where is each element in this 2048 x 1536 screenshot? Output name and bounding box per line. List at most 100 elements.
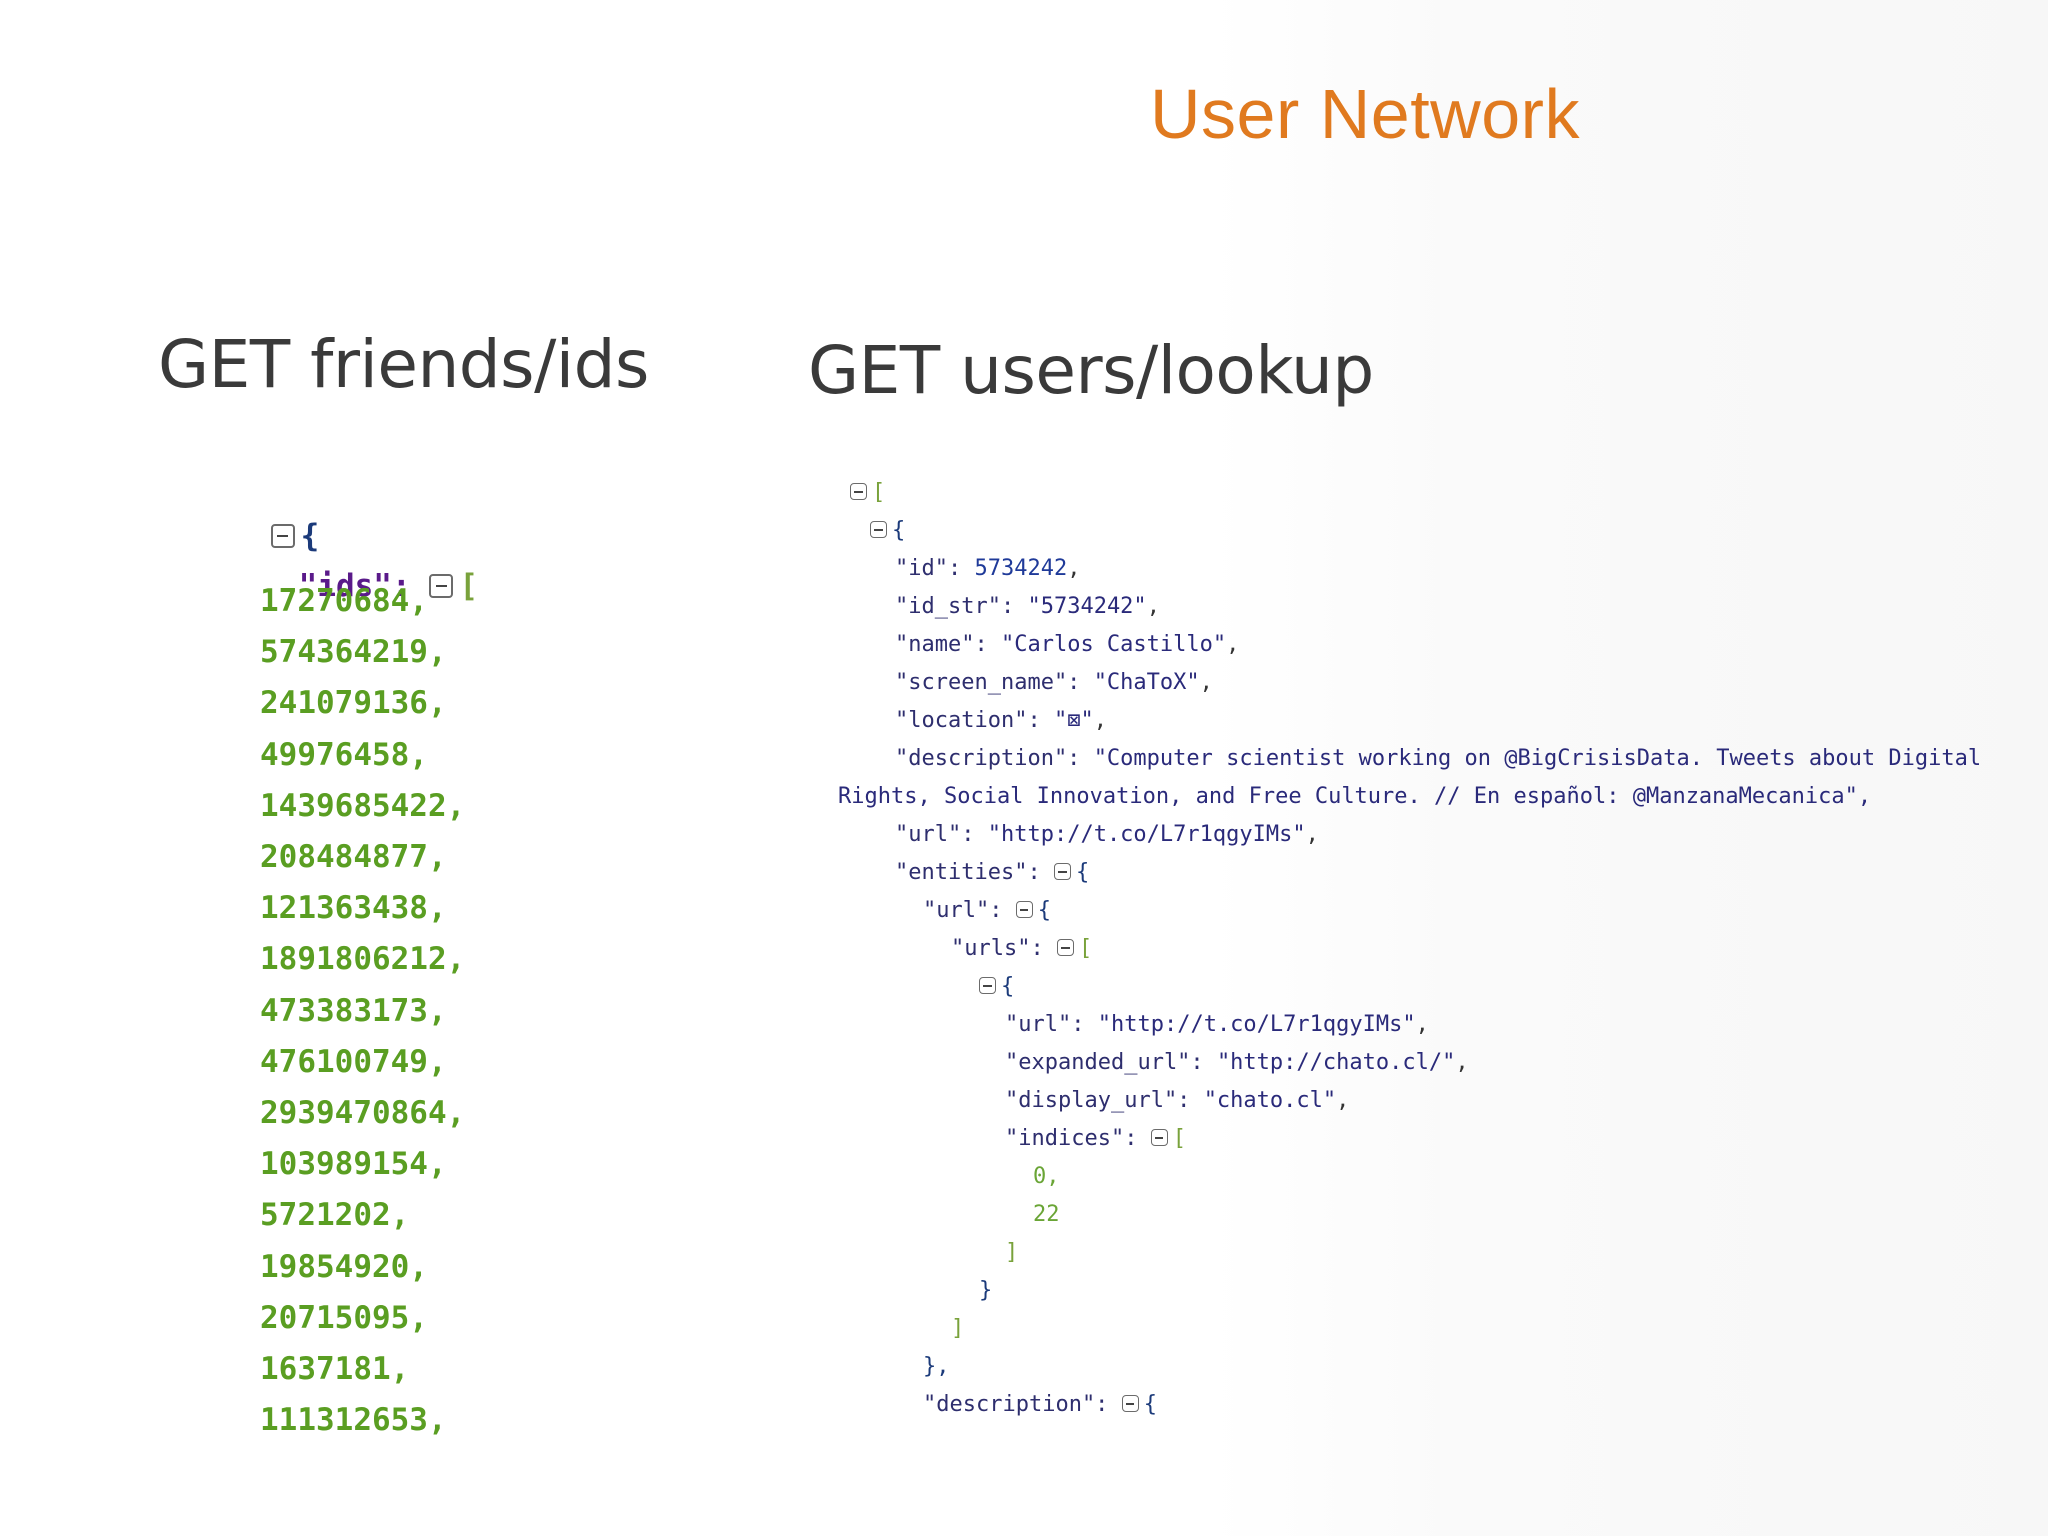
- open-brace: {: [892, 518, 906, 543]
- json-value: 5734242: [974, 556, 1068, 581]
- background-shade: [1210, 0, 2048, 1536]
- json-line-name: "name": "Carlos Castillo",: [895, 632, 1240, 657]
- json-line-id: "id": 5734242,: [895, 556, 1081, 581]
- json-line-description-cont: Rights, Social Innovation, and Free Cult…: [838, 784, 1871, 809]
- json-value: "chato.cl": [1203, 1088, 1337, 1113]
- collapse-toggle-icon[interactable]: [270, 523, 295, 548]
- json-key: "url":: [1005, 1012, 1085, 1037]
- id-number: 20715095,: [260, 1299, 428, 1336]
- friends-ids-json-panel: { "ids": [ 17270684, 574364219, 241079136,…: [196, 482, 576, 1532]
- json-value: 0,: [1033, 1164, 1060, 1189]
- json-line: {: [979, 974, 1014, 999]
- json-key: "expanded_url":: [1005, 1050, 1204, 1075]
- users-lookup-heading: GET users/lookup: [808, 332, 1374, 409]
- collapse-toggle-icon[interactable]: [1053, 863, 1071, 880]
- json-line-expanded-url: "expanded_url": "http://chato.cl/",: [1005, 1050, 1469, 1075]
- json-line-urls: "urls": [: [951, 936, 1093, 961]
- id-number: 574364219,: [260, 634, 447, 671]
- json-value: "http://t.co/L7r1qgyIMs": [1097, 1012, 1416, 1037]
- close-bracket: ]: [1005, 1240, 1019, 1265]
- json-line-index-0: 0,: [1033, 1164, 1060, 1189]
- json-line: ]: [951, 1316, 964, 1341]
- id-number: 19854920,: [260, 1248, 428, 1285]
- id-number: 121363438,: [260, 890, 447, 927]
- id-number: 208484877,: [260, 839, 447, 875]
- ids-key: "ids":: [298, 568, 411, 604]
- open-brace: {: [1001, 974, 1015, 999]
- json-key: "url":: [895, 822, 975, 847]
- json-line: ]: [1005, 1240, 1018, 1265]
- json-key: "indices":: [1005, 1126, 1138, 1151]
- id-number: 476100749,: [260, 1043, 447, 1080]
- collapse-toggle-icon[interactable]: [429, 573, 454, 598]
- id-value: 208484877,: [260, 839, 447, 875]
- id-number: 1637181,: [260, 1351, 410, 1387]
- json-line: {: [870, 518, 905, 543]
- json-value: Rights, Social Innovation, and Free Cult…: [838, 784, 1872, 809]
- json-key: "screen_name":: [895, 670, 1081, 695]
- id-value: 49976458,: [260, 737, 428, 773]
- json-line-id-str: "id_str": "5734242",: [895, 594, 1160, 619]
- id-value: 1439685422,: [260, 788, 465, 824]
- json-key: "display_url":: [1005, 1088, 1191, 1113]
- json-key: "location":: [895, 708, 1041, 733]
- id-number: 49976458,: [260, 736, 428, 773]
- friends-ids-heading: GET friends/ids: [158, 326, 649, 403]
- collapse-toggle-icon[interactable]: [1121, 1395, 1139, 1412]
- json-line: },: [923, 1354, 950, 1379]
- id-value: 121363438,: [260, 890, 447, 926]
- id-value: 2939470864,: [260, 1095, 465, 1131]
- json-value: "http://t.co/L7r1qgyIMs": [987, 822, 1306, 847]
- open-bracket: [: [459, 568, 478, 604]
- json-value: "http://chato.cl/": [1216, 1050, 1456, 1075]
- json-line-inner-url: "url": "http://t.co/L7r1qgyIMs",: [1005, 1012, 1429, 1037]
- id-value: 1637181,: [260, 1351, 409, 1387]
- json-key: "name":: [895, 632, 988, 657]
- id-number: 1439685422,: [260, 787, 466, 824]
- collapse-toggle-icon[interactable]: [979, 977, 996, 994]
- id-number: 1891806212,: [260, 941, 466, 978]
- json-line: [: [850, 480, 885, 505]
- id-value: 1891806212,: [260, 941, 465, 977]
- id-value: 241079136,: [260, 685, 447, 721]
- id-value: 103989154,: [260, 1146, 447, 1182]
- json-line: }: [979, 1278, 992, 1303]
- close-bracket: ]: [951, 1316, 965, 1341]
- id-value: 476100749,: [260, 1044, 447, 1080]
- id-number: 17270684,: [260, 583, 428, 619]
- close-brace: },: [923, 1354, 950, 1379]
- json-line-index-1: 22: [1033, 1202, 1060, 1227]
- id-number: 5721202,: [260, 1197, 410, 1234]
- collapse-toggle-icon[interactable]: [850, 483, 867, 500]
- json-line-entities: "entities": {: [895, 860, 1090, 885]
- json-root-line: {: [196, 482, 319, 590]
- json-value: 22: [1033, 1202, 1060, 1227]
- id-number: 111312653,: [260, 1402, 447, 1439]
- id-number: 103989154,: [260, 1146, 447, 1183]
- json-line-screen-name: "screen_name": "ChaToX",: [895, 670, 1213, 695]
- open-brace: {: [300, 518, 320, 554]
- json-value: "Carlos Castillo": [1000, 632, 1227, 657]
- json-line-entities-description: "description": {: [923, 1392, 1157, 1417]
- id-value: 111312653,: [260, 1402, 447, 1438]
- collapse-toggle-icon[interactable]: [1015, 901, 1033, 918]
- json-key: "description":: [895, 746, 1081, 771]
- id-value: 20715095,: [260, 1300, 428, 1336]
- id-value: 574364219,: [260, 634, 447, 670]
- collapse-toggle-icon[interactable]: [1150, 1129, 1168, 1146]
- json-value: "ChaToX": [1093, 670, 1200, 695]
- ids-key-line: "ids": [: [224, 532, 478, 640]
- json-key: "url":: [923, 898, 1003, 923]
- open-bracket: [: [872, 480, 886, 505]
- collapse-toggle-icon[interactable]: [1056, 939, 1074, 956]
- json-key: "entities":: [895, 860, 1041, 885]
- json-value: "5734242": [1027, 594, 1147, 619]
- id-number: 2939470864,: [260, 1095, 466, 1131]
- id-value: 17270684,: [260, 583, 428, 619]
- users-lookup-json-panel: [ { "id": 5734242, "id_str": "5734242", …: [838, 480, 2048, 1430]
- collapse-toggle-icon[interactable]: [870, 521, 887, 538]
- json-line-location: "location": "⊠",: [895, 708, 1107, 733]
- json-value: "⊠": [1053, 708, 1094, 733]
- json-line-entities-url: "url": {: [923, 898, 1051, 923]
- id-value: 473383173,: [260, 993, 447, 1029]
